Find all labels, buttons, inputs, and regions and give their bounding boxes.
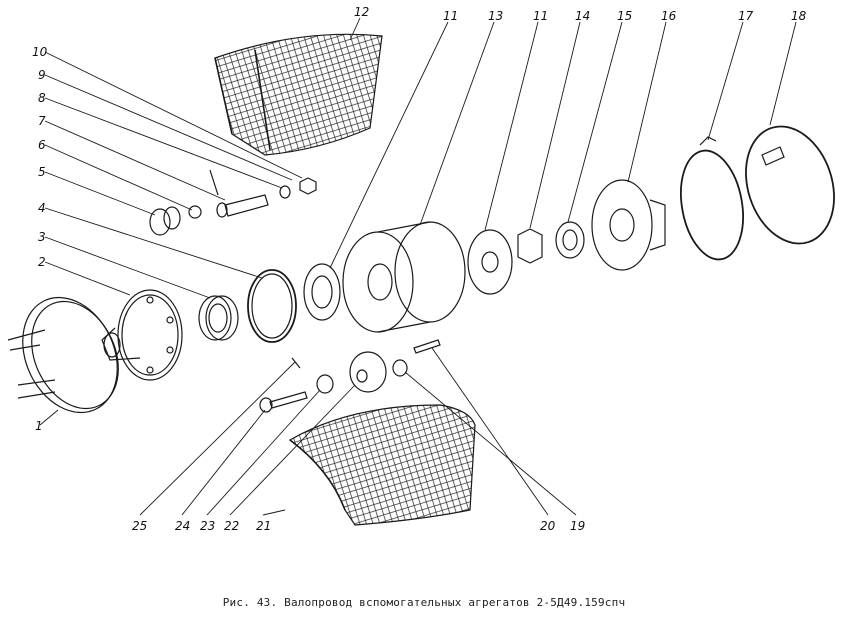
callout-5: 5: [38, 165, 46, 179]
callout-4: 4: [38, 201, 46, 215]
callout-8: 8: [38, 91, 46, 105]
small-parts-group: [149, 169, 317, 236]
coupling-disk-part-11: [303, 263, 341, 321]
callout-17: 17: [738, 9, 754, 23]
callout-2: 2: [38, 255, 46, 269]
callout-10: 10: [32, 45, 48, 59]
mesh-guard-upper: [214, 33, 383, 156]
coupling-disk-part-13: [342, 221, 466, 333]
callout-24: 24: [175, 519, 190, 533]
figure-caption: Рис. 43. Валопровод вспомогательных агре…: [222, 596, 626, 609]
callout-6: 6: [38, 138, 46, 152]
callout-25: 25: [132, 519, 147, 533]
clamp-ring-part-18: [745, 125, 835, 245]
callout-1: 1: [35, 419, 43, 433]
callout-22: 22: [224, 519, 239, 533]
callout-11-right: 11: [533, 9, 548, 23]
mesh-guard-lower: [288, 404, 476, 526]
callout-9: 9: [38, 68, 46, 82]
flange-hub-part-2: [101, 289, 183, 381]
callout-20: 20: [540, 519, 556, 533]
washer-part-15: [555, 221, 585, 259]
callout-12: 12: [354, 5, 369, 19]
callout-3: 3: [38, 230, 46, 244]
callout-14: 14: [575, 9, 590, 23]
callout-18: 18: [791, 9, 807, 23]
flange-part-16: [591, 179, 666, 271]
callout-13: 13: [488, 9, 503, 23]
bracket-part-1: [7, 296, 119, 414]
nut-part-14: [467, 228, 543, 295]
callout-15: 15: [617, 9, 632, 23]
snap-ring-part-4: [247, 269, 297, 343]
callout-23: 23: [200, 519, 215, 533]
callout-21: 21: [256, 519, 271, 533]
callout-labels: 1 2 3 4 5 6 7 8 9 10 11 12 13 11 14 15 1…: [32, 5, 807, 533]
callout-11-left: 11: [443, 9, 458, 23]
leader-lines: [39, 17, 797, 516]
callout-7: 7: [38, 114, 46, 128]
callout-16: 16: [661, 9, 677, 23]
callout-19: 19: [570, 519, 585, 533]
bushing-part-3: [198, 295, 239, 341]
fasteners-lower-group: [259, 339, 441, 413]
clamp-ring-part-17: [680, 136, 744, 261]
